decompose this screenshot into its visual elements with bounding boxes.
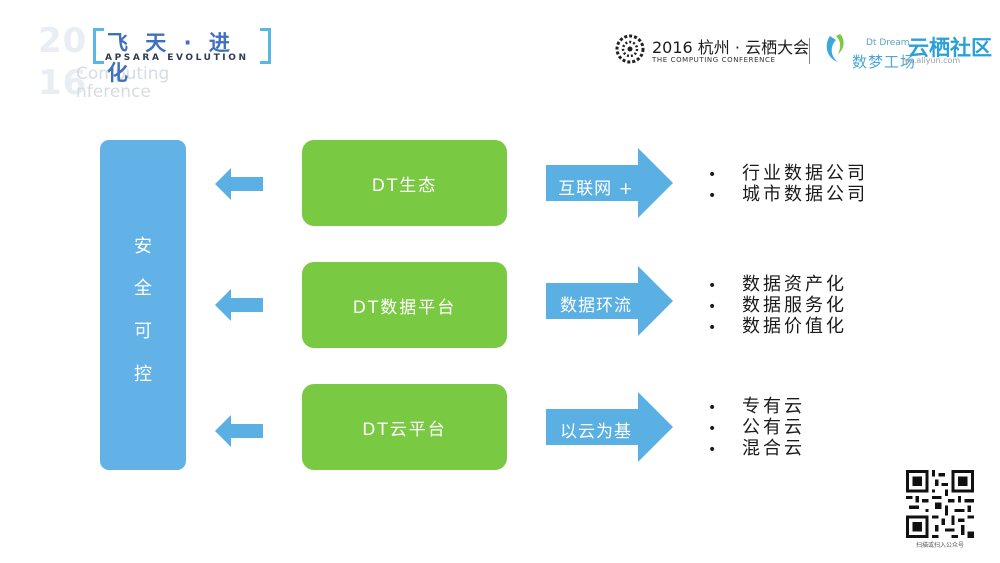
security-controllable-block: 安 全 可 控 [100,140,186,470]
apsara-logo: 20 16 Computing nference 飞 天 · 进 化 APSAR… [38,20,271,105]
list-item: •数据价值化 [708,316,847,337]
left-arrow-2 [215,289,263,321]
conference-title: 2016 杭州 · 云栖大会 [652,38,810,57]
right-arrow-cloud-based [546,392,673,462]
motto-bracket: 飞 天 · 进 化 APSARA EVOLUTION [93,28,271,85]
security-char-1: 安 [134,236,152,257]
dtdream-name-cn: 数梦工场 [852,53,917,71]
security-char-3: 可 [134,321,152,342]
community-url: yq.aliyun.com [904,56,961,65]
qr-caption: 扫描或扫入公众号 [915,542,964,549]
header-divider [809,38,810,64]
qr-code-icon [906,470,974,538]
list-item: •数据服务化 [708,295,847,316]
right-arrow-data-circulation [546,266,673,336]
left-arrow-1 [215,168,263,200]
list-item: •混合云 [708,438,805,459]
dt-data-platform-box: DT数据平台 [302,262,507,348]
security-char-4: 控 [134,364,152,385]
bullet-list-data-platform: •数据资产化 •数据服务化 •数据价值化 [708,274,847,337]
bullet-list-cloud-platform: •专有云 •公有云 •混合云 [708,396,805,459]
dtdream-name-en: Dt Dream [866,38,910,48]
motto-subtitle: APSARA EVOLUTION [105,53,249,63]
conference-logo-icon [615,34,645,64]
left-arrow-3 [215,415,263,447]
arrow-label-data-circulation: 数据环流 [560,296,632,316]
security-char-2: 全 [134,278,152,299]
dt-cloud-platform-box: DT云平台 [302,384,507,470]
faded-conference: nference [76,82,151,102]
motto-text: 飞 天 · 进 化 [107,31,235,85]
conference-subtitle: THE COMPUTING CONFERENCE [652,56,776,64]
list-item: •专有云 [708,396,805,417]
arrow-label-internet-plus: 互联网 + [558,179,634,199]
right-arrow-internet-plus [546,148,673,218]
faded-computing: Computing [76,64,170,84]
list-item: •公有云 [708,417,805,438]
arrow-label-cloud-based: 以云为基 [560,422,632,442]
dtdream-logo-icon [826,34,844,62]
dt-ecosystem-box: DT生态 [302,140,507,226]
list-item: •城市数据公司 [708,184,868,205]
year-top: 20 [38,21,88,61]
list-item: •数据资产化 [708,274,847,295]
community-title: 云栖社区 [908,36,992,60]
year-bottom: 16 [38,63,88,103]
list-item: •行业数据公司 [708,163,868,184]
bullet-list-ecosystem: •行业数据公司 •城市数据公司 [708,163,868,205]
